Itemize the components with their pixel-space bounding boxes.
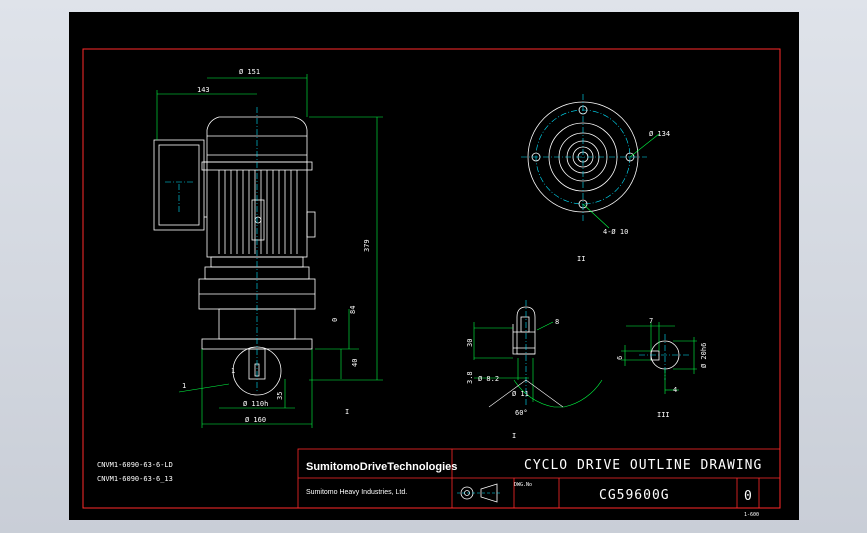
dim-kw-t: 4 (673, 386, 677, 394)
dim-kw-d: Ø 20h6 (700, 343, 708, 368)
title-block (297, 448, 781, 509)
main-dimensions (156, 74, 383, 428)
detail-iii-label: III (657, 411, 670, 419)
motor-front-view (153, 116, 316, 396)
note-line-2: CNVM1-6090-63-6_13 (97, 475, 173, 483)
drawing-number: CG59600G (599, 488, 670, 503)
note-line-1: CNVM1-6090-63-6-LD (97, 461, 173, 469)
dim-shaft-len: 35 (276, 392, 284, 400)
dim-kw-h: 6 (616, 356, 624, 360)
dim-offset: 143 (197, 86, 210, 94)
flange-top-view (521, 94, 660, 229)
dim-shaft-d2: Ø 11 (512, 390, 529, 398)
dim-flange-h1: 0 (331, 318, 339, 322)
dim-key-h: 30 (466, 339, 474, 347)
arrow-i-label: I (345, 408, 349, 416)
main-centerlines (165, 107, 258, 392)
dim-shaft-d: Ø 8.2 (478, 375, 499, 383)
dim-flange-h2: 84 (349, 306, 357, 314)
arrow-i-detail: I (512, 432, 516, 440)
detail-ii-label: II (577, 255, 585, 263)
sheet-number: 1-600 (744, 512, 759, 518)
dim-key-w: 8 (555, 318, 559, 326)
projection-symbol (457, 483, 501, 503)
label-1: 1 (182, 382, 186, 390)
shaft-detail-ii (473, 300, 603, 408)
cad-drawing: Ø 151 143 379 0 84 40 Ø 110h Ø 160 35 1 … (82, 48, 781, 518)
keyway-detail-iii (621, 322, 697, 394)
label-1b: 1 (231, 367, 235, 375)
brand-name: SumitomoDriveTechnologies (306, 461, 457, 473)
dim-flange-h3: 40 (351, 359, 359, 367)
dim-d-bolt: Ø 134 (649, 130, 670, 138)
dim-holes: 4-Ø 10 (603, 228, 628, 236)
dwg-label: DWG.No (514, 482, 532, 488)
dim-height-total: 379 (363, 239, 371, 252)
brand-subtitle: Sumitomo Heavy Industries, Ltd. (306, 489, 407, 496)
dim-d-top: Ø 151 (239, 68, 260, 76)
drawing-frame (82, 48, 781, 509)
drawing-title: CYCLO DRIVE OUTLINE DRAWING (524, 458, 762, 473)
dim-kw-w: 7 (649, 317, 653, 325)
dim-side-d: 3.8 (466, 371, 474, 384)
cad-drawing-viewport[interactable]: Ø 151 143 379 0 84 40 Ø 110h Ø 160 35 1 … (69, 12, 799, 520)
dim-pilot: Ø 110h (243, 400, 268, 408)
dim-angle: 60° (515, 409, 528, 417)
dim-flange-w: Ø 160 (245, 416, 266, 424)
revision: 0 (744, 489, 753, 504)
